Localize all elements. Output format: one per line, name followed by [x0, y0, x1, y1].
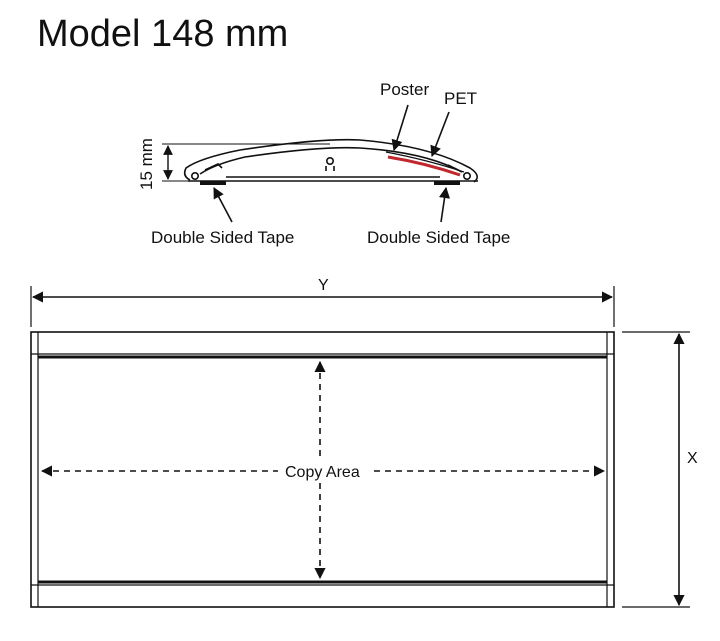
tape-right-label: Double Sided Tape	[367, 228, 510, 247]
tape-left-arrow	[213, 187, 233, 223]
poster-label: Poster	[380, 80, 429, 99]
pet-label: PET	[444, 89, 477, 108]
y-dimension-label: Y	[318, 277, 329, 294]
copy-area-label: Copy Area	[285, 464, 360, 481]
tape-pad-right	[434, 181, 460, 185]
copy-area-label-bg	[280, 461, 372, 481]
tape-right-arrow	[438, 186, 451, 223]
frame-front-view	[30, 331, 615, 608]
poster-strip	[387, 155, 461, 177]
tape-pad-left	[200, 181, 226, 185]
pet-arrow	[430, 111, 450, 158]
profile-height-label: 15 mm	[137, 138, 156, 190]
page-title: Model 148 mm	[37, 13, 288, 55]
x-dimension-label: X	[687, 450, 698, 467]
poster-arrow	[391, 104, 409, 152]
pet-strip	[385, 151, 465, 173]
tape-left-label: Double Sided Tape	[151, 228, 294, 247]
profile-cross-section	[162, 138, 478, 183]
